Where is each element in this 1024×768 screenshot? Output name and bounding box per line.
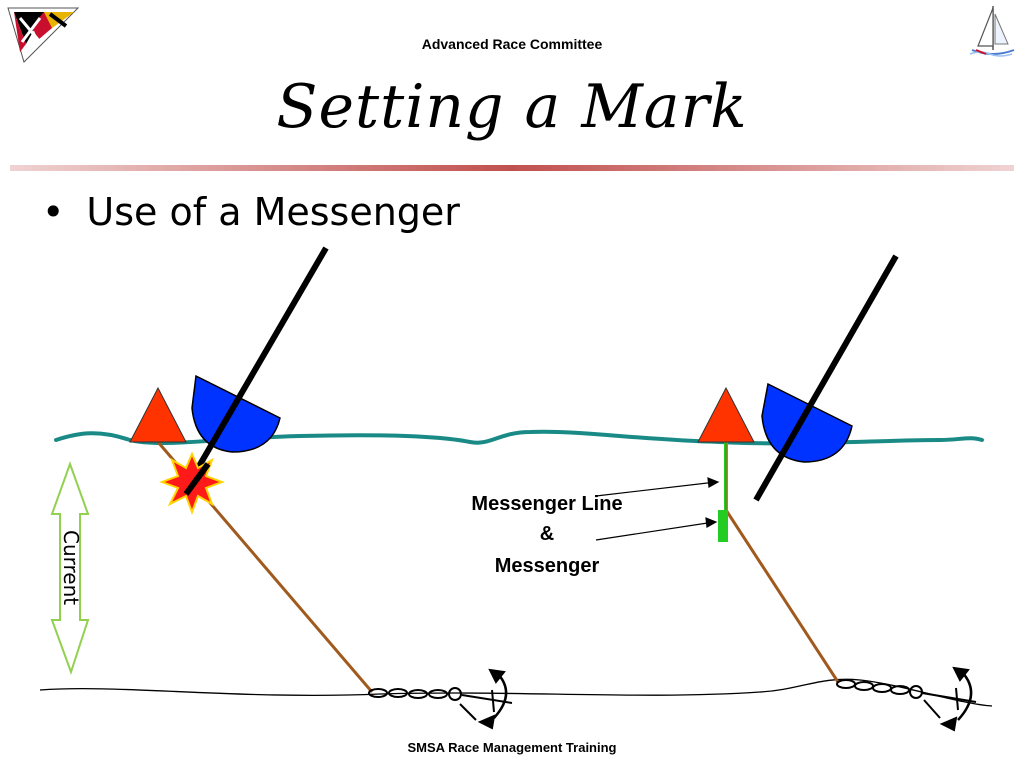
bullet-text: Use of a Messenger [86, 190, 460, 234]
footer-text: SMSA Race Management Training [407, 740, 617, 755]
mark-buoy-right [697, 386, 755, 443]
messenger [718, 510, 728, 542]
current-label: Current [59, 530, 83, 605]
bullet-item: • Use of a Messenger [42, 190, 460, 234]
messenger-label-line2: & [540, 523, 554, 545]
header-org: Advanced Race Committee [421, 36, 603, 52]
boat-pole-left [181, 246, 329, 494]
anchor-rode-right [724, 509, 840, 683]
water-surface [54, 429, 984, 446]
messenger-label-line1: Messenger Line [471, 493, 622, 515]
boat-pole-right [753, 254, 899, 502]
sailboat-icon [969, 6, 1015, 57]
boat-hull-right [761, 382, 853, 463]
messenger-label-line3: Messenger [495, 555, 600, 577]
seabed [39, 678, 993, 707]
slide-title: Setting a Mark [276, 72, 748, 142]
left-scene [129, 246, 513, 730]
anchor-icon-right [921, 666, 977, 732]
boat-hull-left [191, 374, 281, 453]
right-scene: Messenger Line & Messenger [471, 254, 977, 732]
label-pointers [595, 477, 720, 541]
anchor-chain-right [836, 679, 923, 699]
title-divider [10, 165, 1014, 171]
anchor-chain-left [368, 687, 462, 701]
bullet-dot: • [42, 190, 65, 234]
anchor-icon-left [459, 668, 513, 730]
maryland-flag-icon [7, 7, 80, 63]
current-arrow: Current [50, 461, 90, 676]
mark-buoy-left [129, 386, 187, 443]
